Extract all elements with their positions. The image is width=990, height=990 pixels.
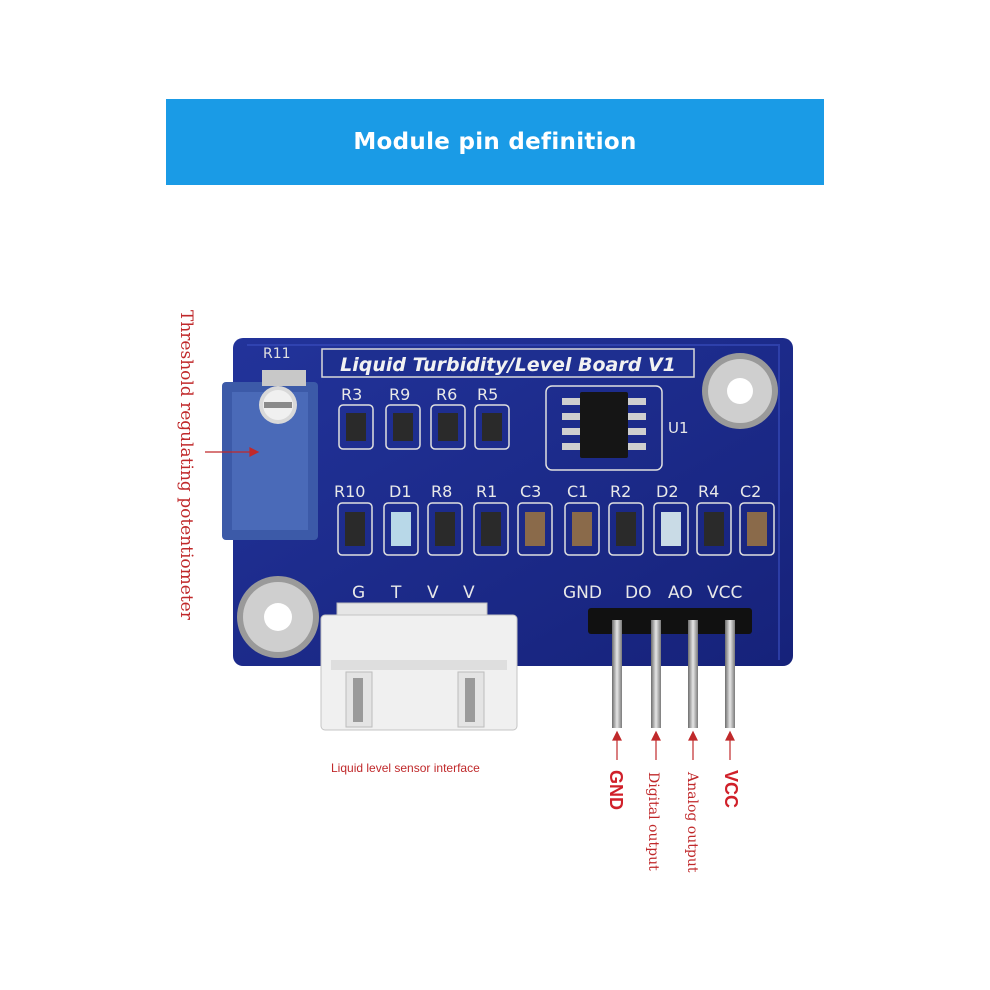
label-c1: C1	[567, 482, 588, 501]
sensor-connector	[320, 602, 518, 731]
connector-label-g: G	[352, 583, 365, 603]
resistors-row1	[338, 404, 510, 450]
sensor-interface-annotation: Liquid level sensor interface	[331, 761, 480, 775]
connector-labels: G T V V	[352, 583, 475, 603]
pin-annotation-digital: Digital output	[645, 772, 661, 871]
label-r3: R3	[341, 385, 362, 404]
label-d1: D1	[389, 482, 412, 501]
label-c3: C3	[520, 482, 541, 501]
ic-u1	[545, 385, 663, 471]
connector-label-v2: V	[463, 583, 475, 603]
annotation-arrows	[205, 447, 735, 760]
label-r2: R2	[610, 482, 631, 501]
component-labels-row1: R3 R9 R6 R5	[341, 385, 498, 404]
potentiometer	[222, 370, 318, 540]
pin-annotation-analog: Analog output	[684, 772, 700, 873]
component-labels-row2: R10 D1 R8 R1 C3 C1 R2 D2 R4 C2	[334, 482, 761, 501]
mounting-hole-top-right	[702, 353, 778, 429]
connector-label-v1: V	[427, 583, 439, 603]
label-r6: R6	[436, 385, 457, 404]
ic-label: U1	[668, 419, 689, 437]
title-banner: Module pin definition	[166, 99, 824, 185]
label-d2: D2	[656, 482, 679, 501]
header-labels: GND DO AO VCC	[563, 583, 742, 603]
label-r9: R9	[389, 385, 410, 404]
label-r4: R4	[698, 482, 719, 501]
header-label-do: DO	[625, 583, 651, 603]
header-label-vcc: VCC	[707, 583, 742, 603]
board-title: Liquid Turbidity/Level Board V1	[340, 354, 676, 376]
banner-title: Module pin definition	[353, 129, 637, 155]
pin-header	[588, 608, 752, 728]
label-r8: R8	[431, 482, 452, 501]
label-r5: R5	[477, 385, 498, 404]
connector-label-t: T	[390, 583, 402, 603]
label-c2: C2	[740, 482, 761, 501]
label-r10: R10	[334, 482, 365, 501]
header-label-ao: AO	[668, 583, 693, 603]
mounting-hole-bottom-left	[237, 576, 319, 658]
pot-silk-label: R11	[263, 346, 291, 362]
header-label-gnd: GND	[563, 583, 602, 603]
components-row2	[337, 502, 775, 556]
pin-annotation-gnd: GND	[606, 770, 626, 810]
label-r1: R1	[476, 482, 497, 501]
potentiometer-annotation: Threshold regulating potentiometer	[176, 310, 196, 620]
pin-annotation-vcc: VCC	[721, 770, 741, 809]
